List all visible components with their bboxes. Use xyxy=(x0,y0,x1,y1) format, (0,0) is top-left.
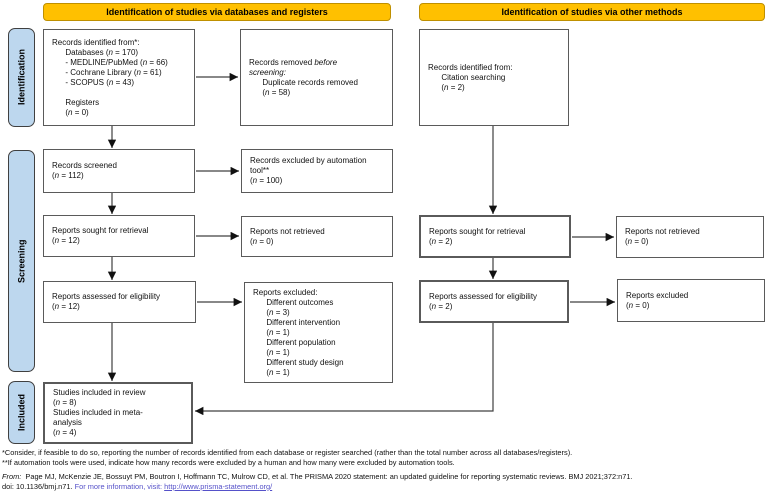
box-reports-not-retrieved-other-text: Reports not retrieved (n = 0) xyxy=(625,227,700,246)
header-other-methods: Identification of studies via other meth… xyxy=(419,3,765,21)
box-records-identified-text: Records identified from*: Databases (n =… xyxy=(52,37,168,117)
sidebar-included: Included xyxy=(8,381,35,444)
box-records-removed-intro: Records removed before screening: xyxy=(249,57,338,77)
prisma-link[interactable]: http://www.prisma-statement.org/ xyxy=(164,481,273,491)
more-info-text: For more information, visit: xyxy=(74,481,163,491)
box-reports-sought-other-text: Reports sought for retrieval (n = 2) xyxy=(429,226,526,246)
box-citation-searching-text: Records identified from: Citation search… xyxy=(428,62,513,92)
header-databases-registers: Identification of studies via databases … xyxy=(43,3,391,21)
footnote-double-asterisk: **If automation tools were used, indicat… xyxy=(2,457,455,467)
box-citation-searching: Records identified from: Citation search… xyxy=(419,29,569,126)
footnote-asterisk: *Consider, if feasible to do so, reporti… xyxy=(2,448,573,457)
box-reports-assessed-other-text: Reports assessed for eligibility (n = 2) xyxy=(429,291,538,311)
box-reports-excluded-reasons-text: Reports excluded: Different outcomes (n … xyxy=(253,287,344,377)
citation-text-line2: doi: 10.1136/bmj.n71. xyxy=(2,481,73,491)
box-reports-sought-text: Reports sought for retrieval (n = 12) xyxy=(52,226,149,245)
citation-from: From: Page MJ, McKenzie JE, Bossuyt PM, … xyxy=(2,472,774,491)
sidebar-screening: Screening xyxy=(8,150,35,372)
box-reports-sought: Reports sought for retrieval (n = 12) xyxy=(43,215,195,257)
box-records-screened: Records screened (n = 112) xyxy=(43,149,195,193)
box-reports-excluded-other: Reports excluded (n = 0) xyxy=(617,279,765,322)
box-studies-included: Studies included in review (n = 8) Studi… xyxy=(43,382,193,444)
box-reports-not-retrieved-text: Reports not retrieved (n = 0) xyxy=(250,226,325,246)
box-reports-not-retrieved: Reports not retrieved (n = 0) xyxy=(241,216,393,257)
box-records-removed-text: Duplicate records removed (n = 58) xyxy=(262,77,358,97)
box-reports-assessed: Reports assessed for eligibility (n = 12… xyxy=(43,281,196,323)
box-reports-not-retrieved-other: Reports not retrieved (n = 0) xyxy=(616,216,764,258)
box-reports-excluded-other-text: Reports excluded (n = 0) xyxy=(626,290,689,310)
box-records-screened-text: Records screened (n = 112) xyxy=(52,161,117,180)
box-reports-assessed-text: Reports assessed for eligibility (n = 12… xyxy=(52,292,161,311)
box-records-excluded-automation: Records excluded by automation tool** (n… xyxy=(241,149,393,193)
box-records-removed: Records removed before screening: Duplic… xyxy=(240,29,393,126)
box-reports-assessed-other: Reports assessed for eligibility (n = 2) xyxy=(419,280,569,323)
from-label: From: xyxy=(2,472,22,482)
sidebar-identification: Identification xyxy=(8,28,35,127)
box-reports-excluded-reasons: Reports excluded: Different outcomes (n … xyxy=(244,282,393,383)
box-records-excluded-automation-text: Records excluded by automation tool** (n… xyxy=(250,156,367,185)
box-records-identified: Records identified from*: Databases (n =… xyxy=(43,29,195,126)
box-reports-sought-other: Reports sought for retrieval (n = 2) xyxy=(419,215,571,258)
citation-text-line1: Page MJ, McKenzie JE, Bossuyt PM, Boutro… xyxy=(25,472,633,482)
before-screening-italic: before screening: xyxy=(249,57,338,77)
footnotes: *Consider, if feasible to do so, reporti… xyxy=(2,448,774,491)
box-studies-included-text: Studies included in review (n = 8) Studi… xyxy=(53,388,146,437)
